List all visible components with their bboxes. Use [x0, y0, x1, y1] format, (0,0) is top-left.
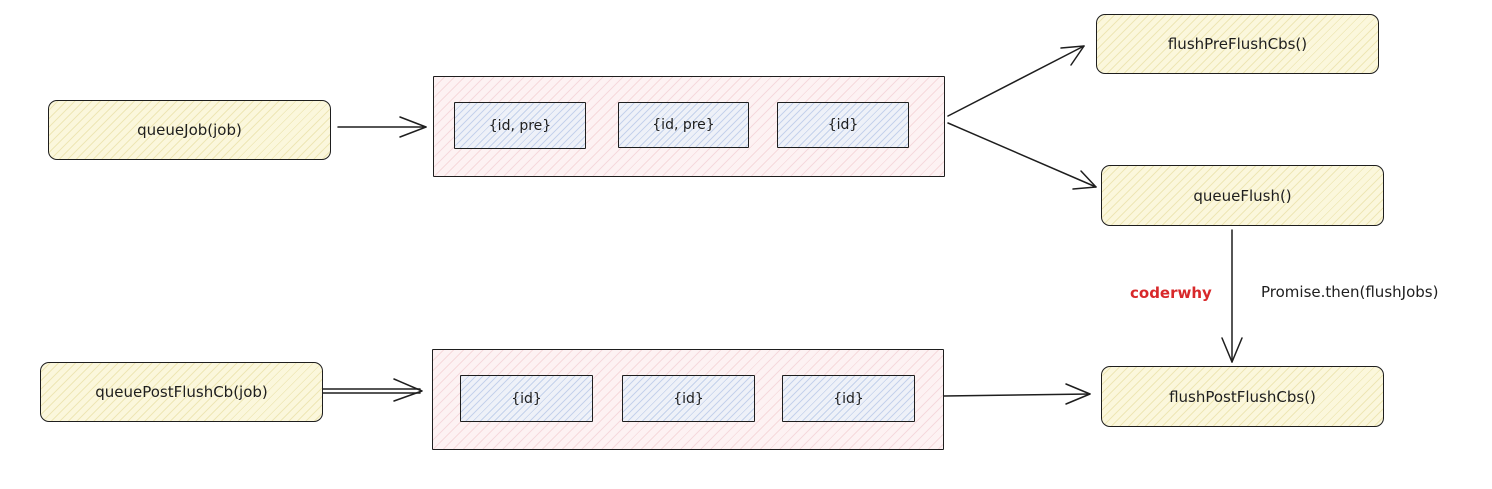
watermark-text: coderwhy: [1130, 284, 1212, 302]
queue-flush-node: queueFlush(): [1101, 165, 1384, 226]
arrow-pre-queue-to-flush-pre: [947, 45, 1085, 117]
arrow-queuepostflushcb-to-post-queue: [321, 378, 423, 402]
pre-queue-item-label: {id, pre}: [652, 117, 715, 133]
queue-job-label: queueJob(job): [137, 121, 242, 139]
promise-then-label: Promise.then(flushJobs): [1261, 283, 1439, 301]
arrow-pre-queue-to-queue-flush: [947, 122, 1097, 190]
pre-queue-item: {id}: [777, 102, 909, 148]
pre-queue-item: {id, pre}: [454, 102, 586, 149]
post-queue-item-label: {id}: [673, 390, 704, 407]
post-queue-item-label: {id}: [511, 390, 542, 407]
pre-queue-item-label: {id, pre}: [488, 117, 552, 134]
flush-post-flush-cbs-node: flushPostFlushCbs(): [1101, 366, 1384, 427]
post-queue-item-label: {id}: [833, 390, 864, 407]
pre-queue-item: {id, pre}: [618, 102, 749, 148]
pre-queue-item-label: {id}: [827, 117, 859, 133]
arrow-queue-flush-to-flush-post: [1221, 229, 1243, 363]
queue-post-flush-cb-node: queuePostFlushCb(job): [40, 362, 323, 422]
post-queue-item: {id}: [460, 375, 593, 422]
arrow-post-queue-to-flush-post: [943, 383, 1091, 405]
arrow-queuejob-to-pre-queue: [337, 116, 427, 138]
queue-job-node: queueJob(job): [48, 100, 331, 160]
post-queue-item: {id}: [622, 375, 755, 422]
flush-post-flush-cbs-label: flushPostFlushCbs(): [1169, 387, 1316, 406]
flush-pre-flush-cbs-label: flushPreFlushCbs(): [1167, 35, 1308, 53]
queue-post-flush-cb-label: queuePostFlushCb(job): [95, 383, 268, 401]
post-queue-item: {id}: [782, 375, 915, 422]
flush-pre-flush-cbs-node: flushPreFlushCbs(): [1096, 14, 1379, 74]
queue-flush-label: queueFlush(): [1193, 186, 1292, 205]
